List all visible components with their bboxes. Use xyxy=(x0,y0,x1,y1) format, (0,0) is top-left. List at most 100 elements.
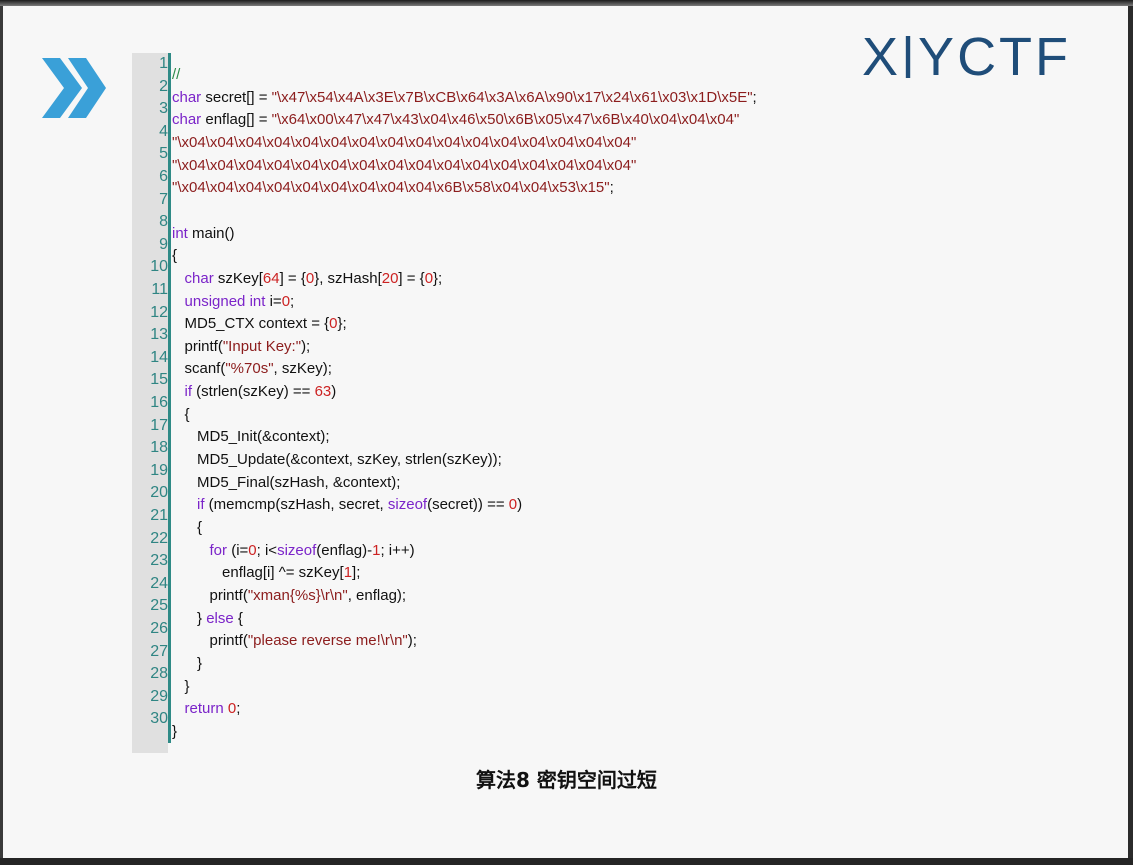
line-number: 20 xyxy=(150,484,168,502)
code-line: // xyxy=(172,64,180,86)
code-line: MD5_CTX context = {0}; xyxy=(172,313,347,335)
code-token: ) xyxy=(517,496,523,514)
code-token: 0 xyxy=(508,496,518,514)
code-line: } xyxy=(172,676,190,698)
code-token: enflag[] = xyxy=(201,111,272,129)
code-token: unsigned int xyxy=(184,292,266,310)
code-token: 0 xyxy=(329,315,338,333)
code-line: char szKey[64] = {0}, szHash[20] = {0}; xyxy=(172,268,443,290)
code-token: secret[] = xyxy=(201,88,272,106)
line-number: 8 xyxy=(159,213,168,231)
code-token: { xyxy=(172,405,190,423)
code-token: MD5_Init(&context); xyxy=(172,428,330,446)
slide-caption: 算法8 密钥空间过短 xyxy=(476,768,657,792)
code-token: 63 xyxy=(314,383,332,401)
code-token: sizeof xyxy=(277,541,317,559)
code-token: if xyxy=(184,383,193,401)
code-line: MD5_Final(szHash, &context); xyxy=(172,472,400,494)
line-number: 6 xyxy=(159,168,168,185)
code-line: if (memcmp(szHash, secret, sizeof(secret… xyxy=(172,494,522,516)
code-token: (i= xyxy=(227,541,249,559)
code-token: } xyxy=(172,609,207,627)
code-token: i= xyxy=(265,292,282,310)
window-top-edge xyxy=(0,0,1133,6)
code-token: (memcmp(szHash, secret, xyxy=(204,496,388,514)
line-number: 22 xyxy=(150,529,168,547)
code-token: } xyxy=(172,722,178,740)
line-number: 9 xyxy=(159,235,168,253)
code-token: enflag[i] ^= szKey[ xyxy=(172,564,344,582)
code-token: 0 xyxy=(424,269,434,287)
code-token: szKey[ xyxy=(213,269,263,287)
code-token: if xyxy=(197,496,205,514)
code-token: }; xyxy=(337,315,347,333)
code-line: if (strlen(szKey) == 63) xyxy=(172,381,337,403)
code-token: , szKey); xyxy=(273,360,332,378)
code-token xyxy=(172,383,185,400)
code-token: ; xyxy=(236,700,241,718)
code-token: 64 xyxy=(262,269,280,287)
line-number: 10 xyxy=(150,258,168,276)
line-number: 23 xyxy=(150,552,168,570)
window-bottom-edge xyxy=(0,858,1133,865)
code-token: char xyxy=(184,269,214,287)
logo-text: X|YCTF xyxy=(862,34,1072,78)
slide xyxy=(0,6,1128,858)
code-token: 0 xyxy=(248,541,257,559)
code-line: MD5_Update(&context, szKey, strlen(szKey… xyxy=(172,449,502,471)
code-token: } xyxy=(172,677,190,695)
code-line: } xyxy=(172,721,177,743)
code-token: "\x64\x00\x47\x47\x43\x04\x46\x50\x6B\x0… xyxy=(271,111,740,129)
code-token: "\x04\x04\x04\x04\x04\x04\x04\x04\x04\x0… xyxy=(172,133,637,151)
code-line: printf("please reverse me!\r\n"); xyxy=(172,630,417,652)
code-token: { xyxy=(172,247,178,265)
code-line: int main() xyxy=(172,223,235,245)
line-number: 16 xyxy=(150,394,168,411)
line-number: 30 xyxy=(150,710,168,728)
gutter-divider xyxy=(168,53,171,743)
code-line: char secret[] = "\x47\x54\x4A\x3E\x7B\xC… xyxy=(172,87,757,109)
code-line: unsigned int i=0; xyxy=(172,291,295,313)
line-number: 28 xyxy=(150,665,168,683)
line-number-gutter xyxy=(132,53,168,753)
code-token: char xyxy=(172,111,202,129)
line-number: 11 xyxy=(151,281,168,298)
code-line: "\x04\x04\x04\x04\x04\x04\x04\x04\x04\x6… xyxy=(172,177,614,199)
code-token: char xyxy=(172,88,202,106)
code-token: } xyxy=(172,654,203,672)
line-number: 13 xyxy=(150,326,168,344)
logo: X|YCTF xyxy=(862,34,1102,78)
code-token: "xman{%s}\r\n" xyxy=(247,586,348,604)
code-token: 1 xyxy=(343,564,353,582)
code-token: // xyxy=(172,66,181,83)
line-number: 25 xyxy=(150,597,168,615)
code-token xyxy=(172,542,210,559)
code-token: ; xyxy=(290,292,295,310)
code-token: "\x47\x54\x4A\x3E\x7B\xCB\x64\x3A\x6A\x9… xyxy=(271,88,753,106)
code-line: enflag[i] ^= szKey[1]; xyxy=(172,562,360,584)
line-number: 2 xyxy=(159,77,168,95)
code-token: "Input Key:" xyxy=(222,337,302,355)
code-token: ); xyxy=(301,337,311,355)
line-number: 12 xyxy=(150,303,168,321)
line-number: 15 xyxy=(150,371,168,389)
code-line: "\x04\x04\x04\x04\x04\x04\x04\x04\x04\x0… xyxy=(172,155,636,177)
double-chevron-right-icon xyxy=(42,58,106,118)
line-number: 14 xyxy=(150,348,168,366)
code-line: return 0; xyxy=(172,698,241,720)
code-line: } else { xyxy=(172,608,243,630)
code-token: "please reverse me!\r\n" xyxy=(247,632,408,650)
code-token: 20 xyxy=(381,269,399,287)
line-number: 7 xyxy=(159,190,168,208)
code-token: }; xyxy=(433,269,443,287)
code-token: "%70s" xyxy=(225,360,274,378)
code-token: { xyxy=(172,519,203,536)
code-token: 0 xyxy=(227,700,237,718)
code-token: ; i++) xyxy=(380,541,415,559)
code-token: MD5_CTX context = { xyxy=(172,315,330,333)
code-token: scanf( xyxy=(172,360,226,378)
code-token: , enflag); xyxy=(347,586,407,604)
code-token: "\x04\x04\x04\x04\x04\x04\x04\x04\x04\x6… xyxy=(172,179,610,197)
code-token: ; xyxy=(752,88,757,106)
code-token: 1 xyxy=(372,541,381,559)
